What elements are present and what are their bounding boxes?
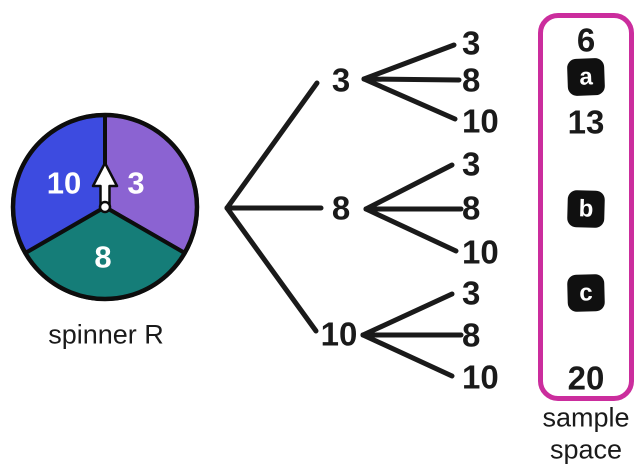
branch-10-3	[360, 291, 455, 338]
branch-3-3	[361, 42, 457, 82]
tree-node-first-3: 3	[331, 61, 351, 99]
tree-leaf-3-10: 10	[462, 102, 499, 140]
spinner-label: spinner R	[48, 319, 164, 350]
spinner-value-10: 10	[46, 165, 82, 201]
answer-badge-c[interactable]: c	[567, 274, 605, 312]
sample-space-value-13: 13	[567, 103, 605, 141]
branch-3-8	[361, 76, 462, 83]
tree-leaf-10-3: 3	[462, 274, 481, 312]
tree-leaf-3-3: 3	[462, 24, 481, 62]
sample-space-value-6: 6	[576, 21, 596, 59]
tree-leaf-10-10: 10	[462, 358, 499, 396]
spinner-rim	[10, 112, 200, 302]
answer-badge-b-label: b	[578, 194, 594, 223]
sample-space-value-20: 20	[567, 359, 605, 397]
spinner-value-8: 8	[94, 239, 112, 275]
tree-leaf-8-8: 8	[462, 189, 481, 227]
spinner-pivot-dot	[98, 200, 112, 214]
tree-leaf-8-10: 10	[462, 233, 499, 271]
answer-badge-b[interactable]: b	[567, 190, 605, 228]
branch-3-10	[361, 76, 458, 122]
answer-badge-a[interactable]: a	[566, 57, 606, 97]
branch-root-10	[224, 205, 319, 334]
tree-node-first-10: 10	[320, 315, 358, 353]
tree-leaf-10-8: 8	[462, 316, 481, 354]
spinner-value-3: 3	[127, 165, 145, 201]
branch-10-10	[360, 332, 455, 379]
branch-8-10	[363, 206, 459, 254]
spinner-r-wheel	[10, 112, 200, 302]
sample-space-label-line2: space	[549, 434, 623, 465]
answer-badge-c-label: c	[578, 278, 594, 307]
tree-leaf-8-3: 3	[462, 145, 481, 183]
branch-root-3	[224, 80, 320, 211]
sample-space-label-line1: sample	[542, 402, 630, 433]
tree-leaf-3-8: 8	[462, 61, 481, 99]
branch-8-3	[363, 162, 455, 212]
tree-node-first-8: 8	[331, 189, 351, 227]
answer-badge-a-label: a	[578, 62, 594, 91]
